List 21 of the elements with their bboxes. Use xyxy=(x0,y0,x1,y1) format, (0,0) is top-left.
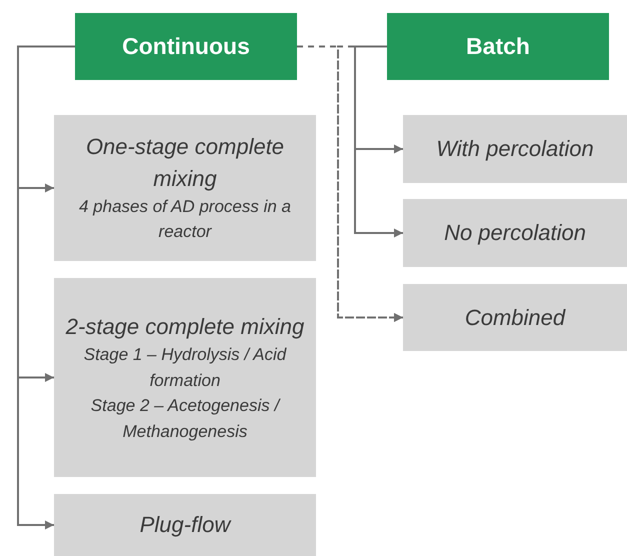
box-title: 2-stage complete mixing xyxy=(66,312,304,341)
type-box xyxy=(54,115,316,261)
box-description: Stage 1 – Hydrolysis / Acid formation xyxy=(82,344,288,392)
arrow xyxy=(354,46,403,238)
box-description: Stage 2 – Acetogenesis / Methanogenesis xyxy=(90,395,282,443)
type-box xyxy=(403,284,627,351)
type-box xyxy=(54,278,316,477)
box-title: Continuous xyxy=(122,32,250,62)
box-title: Combined xyxy=(464,304,566,332)
box-title: Batch xyxy=(466,32,530,62)
box-title: One-stage complete mixing xyxy=(84,133,286,193)
category-box xyxy=(387,13,609,80)
box-title: No percolation xyxy=(444,219,586,248)
type-box xyxy=(54,494,316,556)
type-box xyxy=(403,199,627,267)
category-box xyxy=(75,13,297,80)
type-box xyxy=(403,115,627,183)
box-title: Plug-flow xyxy=(140,511,230,540)
arrow xyxy=(337,46,403,322)
box-description: 4 phases of AD process in a reactor xyxy=(78,196,292,244)
box-title: With percolation xyxy=(436,135,594,164)
